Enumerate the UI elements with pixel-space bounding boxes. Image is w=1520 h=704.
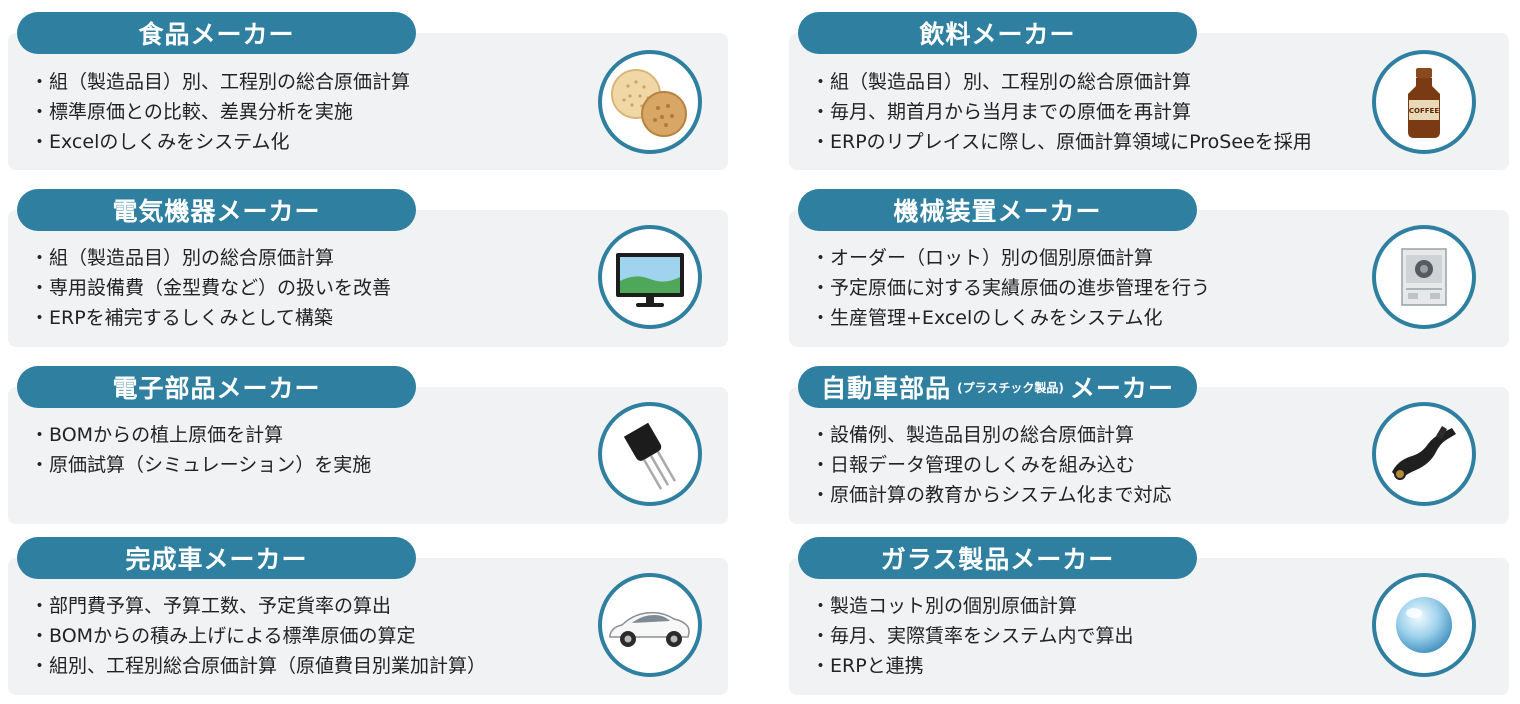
list-item: Excelのしくみをシステム化	[30, 127, 410, 157]
title-subtitle: (プラスチック製品)	[957, 380, 1064, 395]
list-item: ERPのリプレイスに際し、原価計算領域にProSeeを採用	[811, 127, 1312, 157]
card-title: 機械装置メーカー	[798, 189, 1197, 231]
card-title: 飲料メーカー	[798, 12, 1197, 54]
car-icon	[598, 573, 702, 677]
card-title: 電気機器メーカー	[17, 189, 416, 231]
list-item: 予定原価に対する実績原価の進歩管理を行う	[811, 273, 1210, 303]
list-item: BOMからの植上原価を計算	[30, 420, 371, 450]
bullet-list: 組（製造品目）別、工程別の総合原価計算 標準原価との比較、差異分析を実施 Exc…	[30, 67, 410, 157]
list-item: ERPを補完するしくみとして構築	[30, 303, 391, 333]
list-item: 設備例、製造品目別の総合原価計算	[811, 420, 1171, 450]
transistor-icon	[598, 402, 702, 506]
list-item: ERPと連携	[811, 651, 1133, 681]
card-title: 電子部品メーカー	[17, 366, 416, 408]
bullet-list: 組（製造品目）別、工程別の総合原価計算 毎月、期首月から当月までの原価を再計算 …	[811, 67, 1312, 157]
bullet-list: オーダー（ロット）別の個別原価計算 予定原価に対する実績原価の進歩管理を行う 生…	[811, 243, 1210, 333]
list-item: 組（製造品目）別、工程別の総合原価計算	[811, 67, 1312, 97]
cookie-icon	[598, 50, 702, 154]
list-item: 生産管理+Excelのしくみをシステム化	[811, 303, 1210, 333]
machine-unit-icon	[1372, 225, 1476, 329]
card-title: ガラス製品メーカー	[798, 537, 1197, 579]
bullet-list: 組（製造品目）別の総合原価計算 専用設備費（金型費など）の扱いを改善 ERPを補…	[30, 243, 391, 333]
bullet-list: BOMからの植上原価を計算 原価試算（シミュレーション）を実施	[30, 420, 371, 480]
list-item: 毎月、期首月から当月までの原価を再計算	[811, 97, 1312, 127]
bullet-list: 設備例、製造品目別の総合原価計算 日報データ管理のしくみを組み込む 原価計算の教…	[811, 420, 1171, 510]
list-item: 製造コット別の個別原価計算	[811, 591, 1133, 621]
list-item: 標準原価との比較、差異分析を実施	[30, 97, 410, 127]
svg-text:COFFEE: COFFEE	[1409, 107, 1439, 115]
card-glass-maker: ガラス製品メーカー 製造コット別の個別原価計算 毎月、実際賃率をシステム内で算出…	[789, 537, 1509, 697]
list-item: 日報データ管理のしくみを組み込む	[811, 450, 1171, 480]
card-title: 自動車部品(プラスチック製品)メーカー	[798, 366, 1197, 408]
television-icon	[598, 225, 702, 329]
card-beverage-maker: 飲料メーカー 組（製造品目）別、工程別の総合原価計算 毎月、期首月から当月までの…	[789, 12, 1509, 172]
list-item: 組別、工程別総合原価計算（原値費目別業加計算）	[30, 651, 486, 681]
list-item: 専用設備費（金型費など）の扱いを改善	[30, 273, 391, 303]
list-item: オーダー（ロット）別の個別原価計算	[811, 243, 1210, 273]
bullet-list: 部門費予算、予算工数、予定貨率の算出 BOMからの積み上げによる標準原価の算定 …	[30, 591, 486, 681]
card-car-maker: 完成車メーカー 部門費予算、予算工数、予定貨率の算出 BOMからの積み上げによる…	[8, 537, 728, 697]
coffee-bottle-icon: COFFEE	[1372, 50, 1476, 154]
plastic-part-icon	[1372, 402, 1476, 506]
card-title: 食品メーカー	[17, 12, 416, 54]
card-electric-equipment-maker: 電気機器メーカー 組（製造品目）別の総合原価計算 専用設備費（金型費など）の扱い…	[8, 189, 728, 349]
card-food-maker: 食品メーカー 組（製造品目）別、工程別の総合原価計算 標準原価との比較、差異分析…	[8, 12, 728, 172]
list-item: 部門費予算、予算工数、予定貨率の算出	[30, 591, 486, 621]
list-item: 原価試算（シミュレーション）を実施	[30, 450, 371, 480]
card-auto-parts-maker: 自動車部品(プラスチック製品)メーカー 設備例、製造品目別の総合原価計算 日報デ…	[789, 366, 1509, 526]
bullet-list: 製造コット別の個別原価計算 毎月、実際賃率をシステム内で算出 ERPと連携	[811, 591, 1133, 681]
card-title: 完成車メーカー	[17, 537, 416, 579]
list-item: 毎月、実際賃率をシステム内で算出	[811, 621, 1133, 651]
glass-sphere-icon	[1372, 573, 1476, 677]
list-item: 原価計算の教育からシステム化まで対応	[811, 480, 1171, 510]
card-machinery-maker: 機械装置メーカー オーダー（ロット）別の個別原価計算 予定原価に対する実績原価の…	[789, 189, 1509, 349]
list-item: 組（製造品目）別、工程別の総合原価計算	[30, 67, 410, 97]
list-item: 組（製造品目）別の総合原価計算	[30, 243, 391, 273]
card-electronic-parts-maker: 電子部品メーカー BOMからの植上原価を計算 原価試算（シミュレーション）を実施	[8, 366, 728, 526]
list-item: BOMからの積み上げによる標準原価の算定	[30, 621, 486, 651]
